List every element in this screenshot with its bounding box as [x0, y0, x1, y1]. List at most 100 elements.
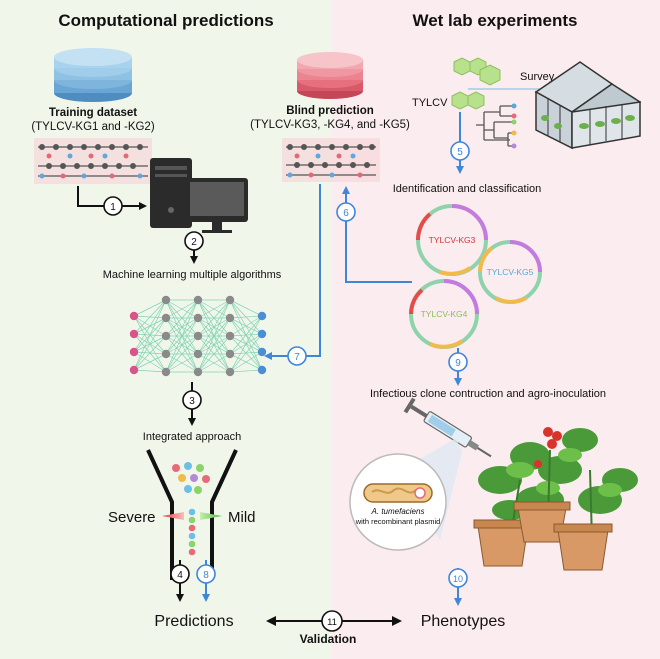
svg-text:6: 6	[343, 208, 349, 219]
severe-label: Severe	[108, 509, 156, 526]
greenhouse-icon	[534, 61, 642, 150]
phenotypes-label: Phenotypes	[421, 613, 506, 630]
step-10-badge: 10	[448, 568, 468, 588]
step-8-badge: 8	[196, 564, 216, 584]
nn-edge	[229, 333, 263, 373]
bacterium-inset: A. tumefaciens with recombinant plasmid	[349, 453, 447, 551]
nn-edge	[197, 299, 231, 355]
bacterium-name: A. tumefaciens	[371, 507, 425, 516]
svg-text:5: 5	[457, 147, 463, 158]
survey-label: Survey	[520, 71, 555, 83]
svg-text:7: 7	[294, 352, 300, 363]
nn-edge	[197, 299, 231, 337]
ml-label: Machine learning multiple algorithms	[103, 269, 282, 281]
step-9-badge: 9	[448, 352, 468, 372]
nn-edge	[229, 369, 263, 373]
step-11-badge: 11	[321, 610, 343, 632]
phylo-tree-tips	[511, 103, 517, 149]
training-dataset-title: Training dataset	[49, 107, 137, 119]
tomato-plants-icon	[473, 427, 638, 571]
blind-database-icon	[297, 52, 363, 99]
nn-edge	[165, 317, 199, 373]
nn-edge	[165, 299, 199, 337]
blind-sequence-icon	[282, 138, 380, 182]
training-dataset-subtitle: (TYLCV-KG1 and -KG2)	[31, 121, 155, 133]
nn-node	[161, 295, 171, 305]
nn-edge	[133, 299, 167, 353]
nn-node	[161, 313, 171, 323]
nn-edge	[229, 315, 263, 373]
nn-node	[161, 367, 171, 377]
validation-label: Validation	[300, 632, 357, 646]
step-2-badge: 2	[184, 231, 204, 251]
step-4-badge: 4	[170, 564, 190, 584]
nn-edge	[133, 299, 167, 335]
predictions-label: Predictions	[154, 613, 233, 630]
nn-edge	[197, 299, 231, 373]
nn-node	[257, 365, 267, 375]
mild-label: Mild	[228, 509, 256, 526]
genome-kg3-label: TYLCV-KG3	[429, 235, 476, 245]
neural-network-icon	[129, 295, 267, 377]
nn-edge	[133, 353, 167, 371]
nn-edge	[197, 335, 231, 373]
svg-text:10: 10	[453, 574, 463, 584]
svg-text:1: 1	[110, 202, 116, 213]
step-7-badge: 7	[287, 346, 307, 366]
arrow-step-7	[264, 184, 321, 360]
step-6-badge: 6	[336, 202, 356, 222]
right-panel-title: Wet lab experiments	[412, 11, 577, 30]
nn-node	[161, 349, 171, 359]
svg-text:11: 11	[327, 617, 337, 628]
svg-text:2: 2	[191, 237, 197, 248]
nn-edge	[133, 299, 167, 371]
integrated-label: Integrated approach	[143, 431, 241, 443]
training-sequence-icon	[34, 138, 152, 184]
nn-edge	[229, 315, 263, 319]
identification-label: Identification and classification	[393, 183, 542, 195]
nn-node	[193, 349, 203, 359]
tylcv-label: TYLCV	[412, 97, 448, 109]
nn-edge	[165, 299, 199, 355]
nn-node	[193, 367, 203, 377]
nn-node	[193, 295, 203, 305]
severe-gradient-bar	[162, 512, 184, 520]
nn-node	[225, 367, 235, 377]
nn-edge	[197, 317, 231, 373]
svg-text:3: 3	[189, 396, 195, 407]
genome-kg4-label: TYLCV-KG4	[421, 309, 468, 319]
genome-map-kg5: TYLCV-KG5	[478, 240, 542, 304]
nn-node	[193, 313, 203, 323]
nn-node	[257, 347, 267, 357]
virus-particle-icon	[451, 57, 501, 110]
phylogenetic-tree-icon	[476, 105, 514, 147]
genome-kg5-label: TYLCV-KG5	[487, 267, 534, 277]
nn-node	[225, 313, 235, 323]
step-1-badge: 1	[103, 196, 123, 216]
nn-edge	[165, 299, 199, 373]
infectious-label: Infectious clone contruction and agro-in…	[370, 388, 606, 400]
genome-map-kg3: TYLCV-KG3	[415, 204, 488, 276]
funnel-icon	[146, 449, 238, 580]
nn-edge	[165, 335, 199, 373]
nn-edge	[197, 353, 231, 373]
nn-edge	[229, 351, 263, 373]
left-panel-title: Computational predictions	[58, 11, 273, 30]
genome-map-kg4: TYLCV-KG4	[409, 279, 479, 349]
nn-node	[257, 329, 267, 339]
nn-node	[161, 331, 171, 341]
blind-prediction-subtitle: (TYLCV-KG3, -KG4, and -KG5)	[250, 119, 410, 131]
left-panel-bg	[0, 0, 332, 659]
computer-icon	[150, 158, 248, 233]
nn-node	[225, 349, 235, 359]
nn-edge	[133, 369, 167, 373]
nn-node	[129, 329, 139, 339]
nn-edge	[165, 353, 199, 373]
nn-node	[257, 311, 267, 321]
nn-edge	[197, 299, 231, 319]
svg-text:8: 8	[203, 570, 209, 581]
training-database-icon	[54, 48, 132, 102]
syringe-icon	[403, 397, 492, 458]
nn-node	[225, 331, 235, 341]
